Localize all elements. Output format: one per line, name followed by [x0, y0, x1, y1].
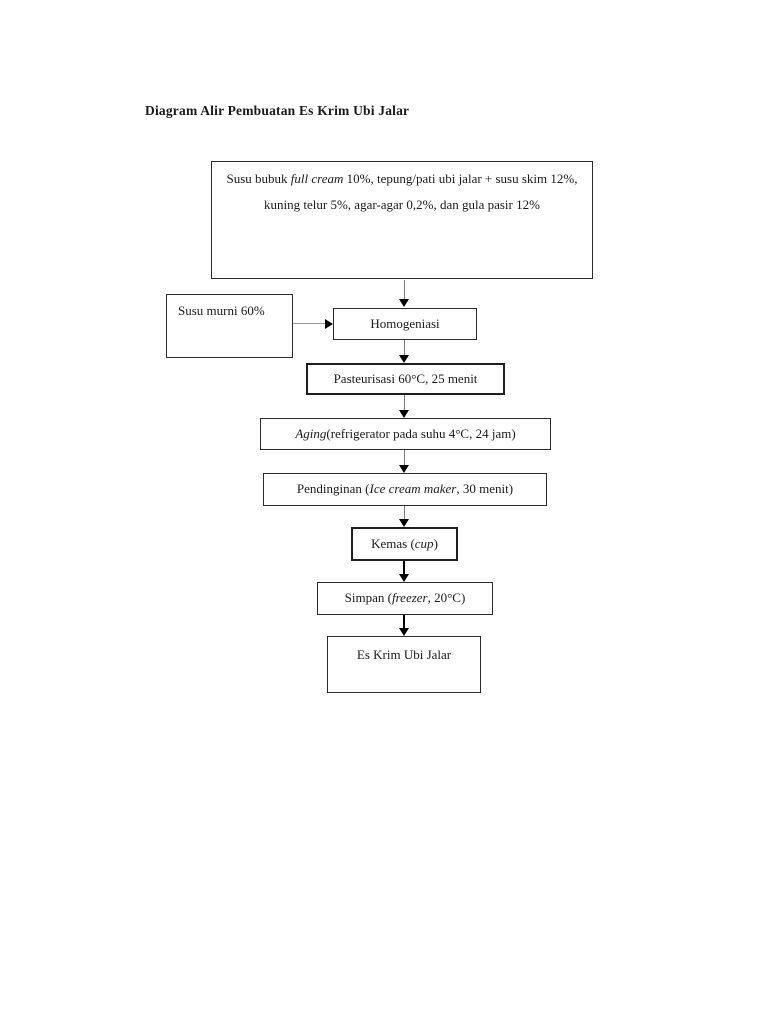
node-pasteurisasi: Pasteurisasi 60°C, 25 menit — [306, 363, 505, 395]
node-kemas-label: Kemas (cup) — [371, 536, 438, 552]
node-simpan: Simpan (freezer, 20°C) — [317, 582, 493, 615]
arrow-line — [293, 323, 325, 324]
text-segment-italic: full cream — [290, 171, 344, 186]
arrow-head-down-icon — [399, 299, 409, 307]
arrow-line — [404, 450, 405, 465]
node-kemas: Kemas (cup) — [351, 527, 458, 561]
text-segment: (refrigerator pada suhu 4°C, 24 jam) — [326, 425, 516, 441]
arrow-line — [404, 280, 405, 299]
text-segment-italic: Ice cream maker — [369, 481, 457, 497]
text-segment-italic: freezer — [391, 590, 428, 606]
arrow-line — [403, 561, 405, 574]
node-aging-label: Aging(refrigerator pada suhu 4°C, 24 jam… — [295, 426, 515, 442]
arrow-line — [404, 506, 405, 519]
node-aging: Aging(refrigerator pada suhu 4°C, 24 jam… — [260, 418, 551, 450]
text-segment: Pendinginan ( — [296, 481, 370, 497]
arrow-head-down-icon — [399, 519, 409, 527]
text-segment: , 30 menit) — [456, 481, 514, 497]
text-segment: ) — [433, 535, 438, 551]
text-segment: 10%, tepung/pati ubi jalar + susu skim 1… — [264, 171, 578, 212]
node-susu-murni: Susu murni 60% — [166, 294, 293, 358]
arrow-line — [403, 615, 405, 628]
node-ingredients: Susu bubuk full cream 10%, tepung/pati u… — [211, 161, 593, 279]
node-pendinginan: Pendinginan (Ice cream maker, 30 menit) — [263, 473, 547, 506]
text-segment: Simpan ( — [344, 590, 392, 606]
node-output: Es Krim Ubi Jalar — [327, 636, 481, 693]
node-output-label: Es Krim Ubi Jalar — [356, 647, 452, 662]
arrow-head-down-icon — [399, 355, 409, 363]
text-segment: Susu bubuk — [226, 171, 291, 186]
arrow-head-down-icon — [399, 574, 409, 582]
arrow-line — [404, 395, 405, 410]
arrow-head-down-icon — [399, 628, 409, 636]
text-segment: , 20°C) — [427, 590, 466, 606]
text-segment-italic: cup — [414, 535, 434, 551]
page-title: Diagram Alir Pembuatan Es Krim Ubi Jalar — [145, 103, 410, 118]
node-susu-murni-label: Susu murni 60% — [178, 303, 265, 318]
node-homogeniasi: Homogeniasi — [333, 308, 477, 340]
text-segment-italic: Aging — [295, 425, 327, 441]
arrow-line — [404, 340, 405, 355]
arrow-head-down-icon — [399, 410, 409, 418]
arrow-head-right-icon — [325, 319, 333, 329]
text-segment: Kemas ( — [371, 535, 415, 551]
node-homogeniasi-label: Homogeniasi — [370, 315, 440, 331]
node-simpan-label: Simpan (freezer, 20°C) — [345, 590, 466, 606]
node-pasteurisasi-label: Pasteurisasi 60°C, 25 menit — [333, 370, 478, 386]
arrow-head-down-icon — [399, 465, 409, 473]
node-pendinginan-label: Pendinginan (Ice cream maker, 30 menit) — [297, 481, 513, 497]
node-ingredients-label: Susu bubuk full cream 10%, tepung/pati u… — [212, 162, 592, 218]
